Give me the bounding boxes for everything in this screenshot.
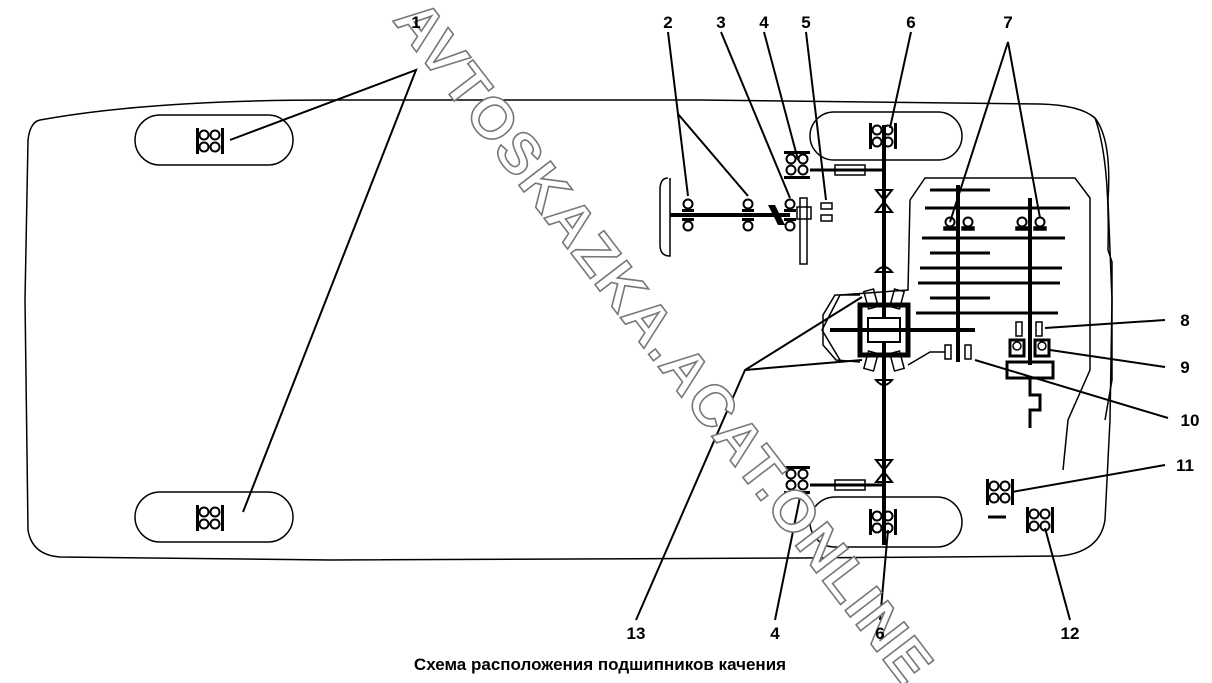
leader-lines — [229, 31, 1169, 621]
callout-4-top: 4 — [759, 13, 769, 32]
diagram-caption: Схема расположения подшипников качения — [414, 655, 786, 674]
callout-6-top: 6 — [906, 13, 915, 32]
differential — [822, 288, 975, 372]
callout-1: 1 — [411, 13, 420, 32]
rear-bearings — [985, 478, 1055, 534]
wheel-rear-left — [134, 491, 294, 543]
car-body-outline — [24, 99, 1113, 561]
callout-10: 10 — [1181, 411, 1200, 430]
callout-7: 7 — [1003, 13, 1012, 32]
callout-6-bottom: 6 — [875, 624, 884, 643]
callout-5: 5 — [801, 13, 810, 32]
steering-assembly — [659, 177, 833, 265]
wheel-front-left — [134, 114, 294, 166]
callout-11: 11 — [1176, 456, 1194, 475]
callout-2: 2 — [663, 13, 672, 32]
callout-9: 9 — [1180, 358, 1189, 377]
callout-12: 12 — [1061, 624, 1080, 643]
callout-3: 3 — [716, 13, 725, 32]
callout-13: 13 — [627, 624, 646, 643]
gearbox — [907, 185, 1070, 428]
callout-8: 8 — [1180, 311, 1189, 330]
callout-4-bottom: 4 — [770, 624, 780, 643]
